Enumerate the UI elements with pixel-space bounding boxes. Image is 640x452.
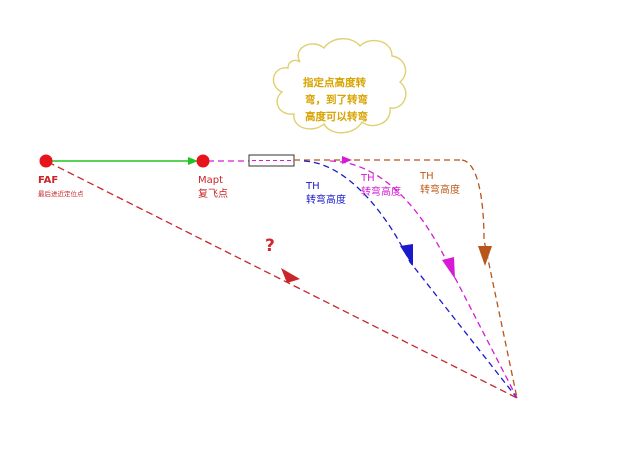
magenta-turn-path <box>329 160 518 399</box>
mapt-sublabel: 复飞点 <box>198 187 228 200</box>
blue-arrowhead <box>400 244 413 266</box>
cloud-note-line-3: 高度可以转弯 <box>305 110 368 123</box>
question-mark: ? <box>265 236 275 256</box>
cloud-note: 指定点高度转 弯，到了转弯 高度可以转弯 <box>272 38 407 134</box>
cloud-note-line-1: 指定点高度转 <box>303 76 366 89</box>
brown-turn-height-label: 转弯高度 <box>420 183 460 196</box>
cloud-note-line-2: 弯，到了转弯 <box>305 93 368 106</box>
magenta-turn-height-label: 转弯高度 <box>361 185 401 198</box>
mapt-label: Mapt <box>198 175 223 186</box>
blue-turn-height-label: 转弯高度 <box>306 193 346 206</box>
faf-label: FAF <box>38 175 58 186</box>
faf-sublabel: 最后进近定位点 <box>38 189 84 198</box>
blue-th-label: TH <box>305 181 320 192</box>
red-arrowhead <box>281 268 300 283</box>
magenta-arrowhead <box>442 257 455 279</box>
brown-arrowhead <box>478 246 492 266</box>
magenta-th-label: TH <box>360 173 375 184</box>
brown-turn-path <box>461 159 518 399</box>
mapt-point <box>196 154 210 168</box>
faf-to-target-red-dash <box>47 161 518 399</box>
brown-th-label: TH <box>419 171 434 182</box>
faf-point <box>39 154 53 168</box>
cloud-shape <box>272 38 407 134</box>
